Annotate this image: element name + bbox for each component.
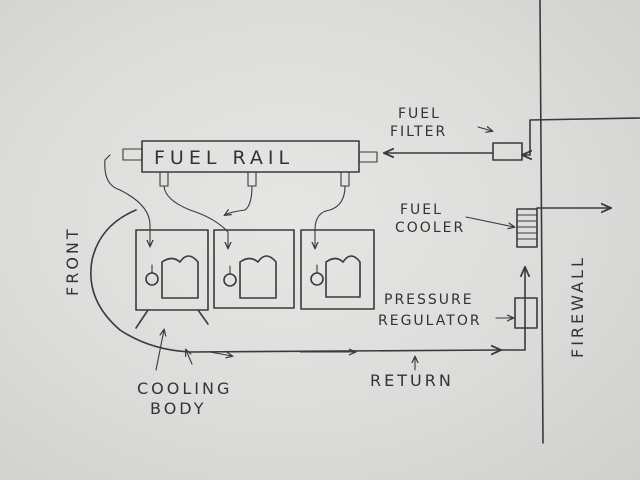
fuel-line-2 xyxy=(225,185,253,215)
pressure-regulator-label: PRESSURE xyxy=(384,292,474,308)
fuel-line-1 xyxy=(163,185,228,248)
pressure-regulator-label: REGULATOR xyxy=(378,313,482,329)
firewall-line xyxy=(539,0,544,444)
cooling-leader-2 xyxy=(186,350,193,365)
filter-leader-arrow xyxy=(477,127,492,131)
pressure-regulator xyxy=(514,297,538,329)
fuel-line-3 xyxy=(315,185,346,248)
fuel-cooler-label: COOLER xyxy=(395,220,465,236)
return-up-line xyxy=(499,268,525,351)
fuel-rail-label: FUEL RAIL xyxy=(154,147,294,169)
cooling-body-label: COOLING xyxy=(137,379,232,398)
fuel-filter-label: FILTER xyxy=(390,124,447,140)
firewall-label: FIREWALL xyxy=(568,255,587,358)
fuel-filter xyxy=(492,142,523,161)
supply-line xyxy=(523,117,640,155)
fuel-line-4 xyxy=(104,154,150,246)
cooler-leader-arrow xyxy=(465,216,514,227)
fuel-cooler-label: FUEL xyxy=(400,202,443,218)
cooling-body-label: BODY xyxy=(150,399,207,418)
front-label: FRONT xyxy=(63,226,82,296)
cooling-body xyxy=(135,229,375,329)
return-arrow-2 xyxy=(209,352,232,356)
cooling-leader-1 xyxy=(155,330,164,371)
return-label: RETURN xyxy=(370,371,454,390)
fuel-cooler xyxy=(516,208,538,248)
fuel-filter-label: FUEL xyxy=(398,106,441,122)
return-line xyxy=(90,209,500,352)
